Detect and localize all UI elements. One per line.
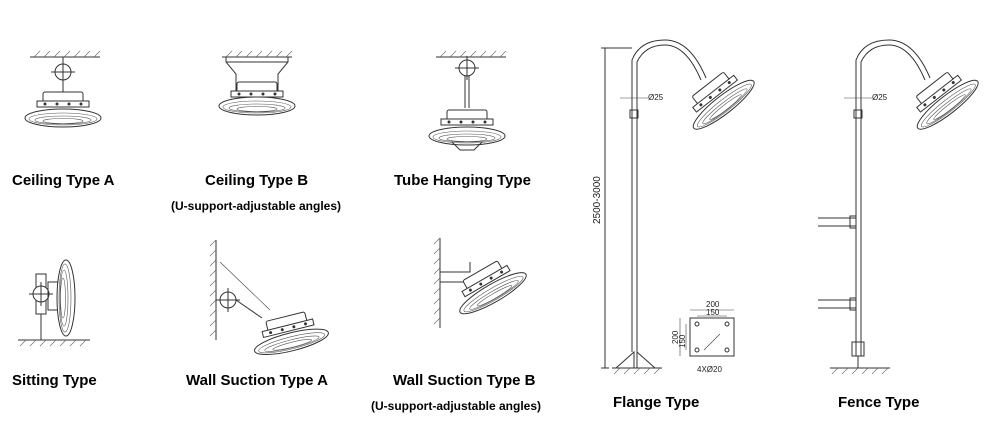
ceiling-type-b-drawing [218,50,296,116]
wall-suction-type-a-caption: Wall Suction Type A [186,372,328,389]
sitting-type-drawing [18,259,90,347]
tube-hanging-type-drawing [428,50,507,151]
ceiling-type-b-caption: Ceiling Type B [205,172,309,189]
fence-type-caption: Fence Type [838,394,920,411]
flange-holes-label: 4XØ20 [697,365,722,374]
ceiling-type-a-drawing [24,50,102,128]
flange-type-drawing [601,39,760,375]
sitting-type-caption: Sitting Type [12,372,97,389]
pole-height-label: 2500-3000 [592,176,603,224]
wall-suction-type-b-caption: Wall Suction Type B [393,372,536,389]
flange-width-inner-label: 150 [706,308,720,317]
flange-width-outer-label: 200 [706,300,720,309]
flange-type-caption: Flange Type [613,394,700,411]
wall-suction-type-b-drawing [433,237,531,328]
tube-hanging-type-caption: Tube Hanging Type [394,172,531,189]
fence-type-drawing [818,39,984,375]
flange-height-outer-label: 200 [671,330,680,344]
flange-pole-diameter-label: Ø25 [648,93,664,102]
ceiling-type-b-note: (U-support-adjustable angles) [171,199,342,213]
ceiling-type-a-caption: Ceiling Type A [12,172,115,189]
wall-suction-type-b-note: (U-support-adjustable angles) [371,399,542,413]
flange-height-inner-label: 150 [678,334,687,348]
fence-pole-diameter-label: Ø25 [872,93,888,102]
wall-suction-type-a-drawing [209,239,332,361]
